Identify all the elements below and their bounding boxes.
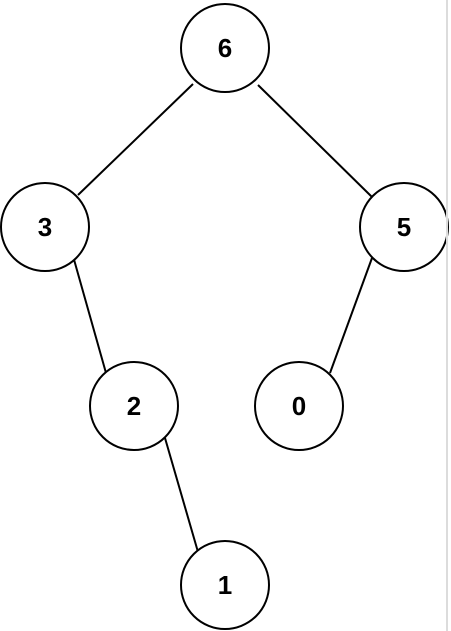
node-circle xyxy=(254,361,344,451)
tree-node: 1 xyxy=(180,540,270,630)
canvas-right-border xyxy=(446,0,448,631)
edge-3-2 xyxy=(72,255,107,374)
node-circle xyxy=(359,182,449,272)
node-circle xyxy=(89,361,179,451)
edge-5-0 xyxy=(329,257,373,374)
node-label: 5 xyxy=(397,212,411,242)
tree-node: 5 xyxy=(359,182,449,272)
nodes-layer: 6 3 5 2 0 1 xyxy=(0,3,449,630)
node-circle xyxy=(180,3,270,93)
node-circle xyxy=(180,540,270,630)
tree-node: 3 xyxy=(0,182,90,272)
edge-2-1 xyxy=(164,437,199,553)
node-label: 2 xyxy=(127,391,141,421)
node-label: 3 xyxy=(38,212,52,242)
node-label: 6 xyxy=(218,33,232,63)
edge-6-5 xyxy=(257,84,373,198)
node-circle xyxy=(0,182,90,272)
tree-node: 2 xyxy=(89,361,179,451)
edges-layer xyxy=(72,83,373,553)
node-label: 0 xyxy=(292,391,306,421)
tree-node: 6 xyxy=(180,3,270,93)
edge-6-3 xyxy=(77,83,194,196)
tree-node: 0 xyxy=(254,361,344,451)
node-label: 1 xyxy=(218,570,232,600)
